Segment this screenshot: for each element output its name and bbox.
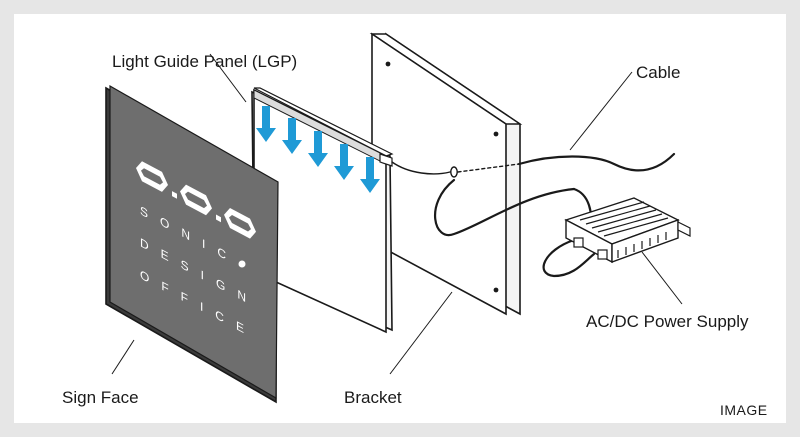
leader-lgp [209, 53, 247, 103]
leader-cable [569, 71, 633, 151]
diagram-frame: SONIC DESIGN OFFICE [14, 14, 786, 423]
psu-connector [597, 249, 608, 260]
label-image-tag: IMAGE [720, 402, 768, 418]
light-arrow-icon [282, 118, 302, 154]
light-arrow-icon [360, 157, 380, 193]
label-sign-face: Sign Face [62, 388, 139, 407]
psu-mount-tab [677, 221, 691, 237]
bracket-hole [493, 287, 499, 293]
sign-face-panel [109, 84, 279, 400]
leader-lines [111, 53, 683, 375]
psu-vents [579, 201, 669, 258]
logo-block-o-cut [229, 215, 251, 232]
cable-input [517, 152, 676, 172]
label-bracket: Bracket [344, 388, 402, 407]
lgp-connector [379, 153, 393, 167]
sign-face: SONIC DESIGN OFFICE [105, 84, 279, 404]
sign-dot [238, 260, 246, 268]
cable-loop [434, 178, 576, 237]
light-guide-panel [251, 87, 394, 334]
leader-psu [641, 251, 683, 305]
exploded-sign-diagram: SONIC DESIGN OFFICE [105, 32, 691, 404]
light-arrow-icon [334, 144, 354, 180]
cable-grommet [450, 166, 458, 178]
psu-connector [573, 237, 584, 248]
label-cable: Cable [636, 63, 681, 82]
sdo-logo [136, 161, 256, 239]
bracket-hole [493, 131, 499, 137]
power-supply [564, 197, 691, 264]
leader-bracket [389, 291, 453, 375]
logo-dot [216, 214, 221, 223]
logo-block-d-cut [185, 191, 207, 209]
light-arrow-icon [256, 106, 276, 142]
cable-lgp-to-bracket [391, 161, 451, 175]
cable-hidden-dashed [457, 163, 520, 173]
psu-side-right [611, 219, 679, 263]
cable-psu-output [542, 238, 596, 278]
logo-dot [172, 191, 177, 199]
logo-block-s-cut [141, 168, 163, 185]
label-light-guide-panel: Light Guide Panel (LGP) [112, 52, 298, 71]
leader-sign-face [111, 339, 135, 375]
bracket [369, 32, 523, 316]
bracket-hole [385, 61, 391, 67]
cable [391, 152, 676, 278]
light-direction-arrows [256, 106, 380, 193]
light-arrow-icon [308, 131, 328, 167]
label-power-supply: AC/DC Power Supply [586, 312, 749, 331]
